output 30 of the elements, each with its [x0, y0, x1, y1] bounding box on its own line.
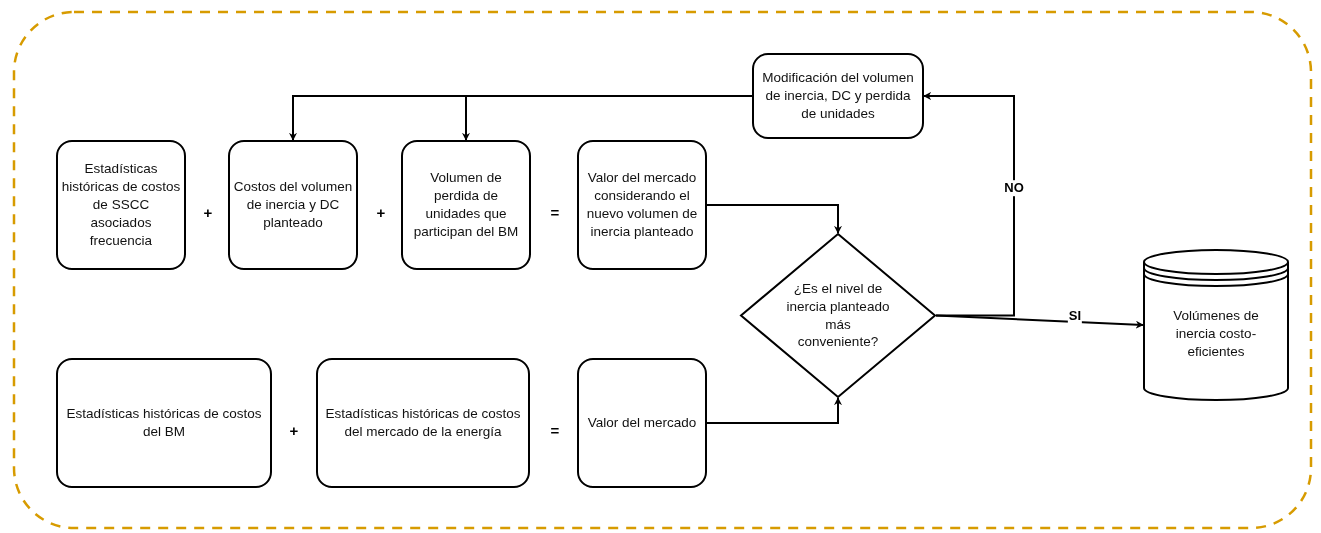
node-text: Volúmenes de inercia costo-eficientes: [1172, 307, 1260, 361]
connector-arrow: [935, 314, 1144, 329]
process-box: [752, 53, 924, 139]
connector-arrow: [706, 397, 842, 424]
process-box: [56, 358, 272, 488]
process-box: [56, 140, 186, 270]
process-box: [401, 140, 531, 270]
edge-label: NO: [1003, 180, 1025, 196]
process-box: [577, 140, 707, 270]
connector-arrow: [706, 204, 842, 234]
operator-symbol: =: [550, 421, 560, 439]
node-text: Estadísticas históricas de costos del BM: [65, 405, 263, 441]
operator-symbol: +: [289, 421, 299, 439]
process-box: [228, 140, 358, 270]
operator-symbol: +: [376, 203, 386, 221]
node-text: Volumen de perdida de unidades que participan del BM: [412, 169, 520, 241]
edge-label: SI: [1067, 308, 1083, 324]
node-text: Valor del mercado: [586, 414, 698, 432]
node-text: Modificación del volumen de inercia, DC y perdida de unidades: [761, 69, 915, 123]
node-text: Costos del volumen de inercia y DC planteado: [232, 178, 354, 232]
node-text: Estadísticas históricas de costos del mercado de la energía: [324, 405, 522, 441]
process-box: [577, 358, 707, 488]
connector-arrow: [462, 95, 753, 141]
operator-symbol: +: [203, 203, 213, 221]
operator-symbol: =: [550, 203, 560, 221]
node-text: Estadísticas históricas de costos de SSCC asociados frecuencia: [60, 160, 182, 250]
node-text: ¿Es el nivel de inercia planteado más conveniente?: [785, 279, 891, 352]
node-text: Valor del mercado considerando el nuevo volumen de inercia planteado: [585, 169, 699, 241]
process-box: [316, 358, 530, 488]
connector-arrow: [923, 92, 1015, 317]
